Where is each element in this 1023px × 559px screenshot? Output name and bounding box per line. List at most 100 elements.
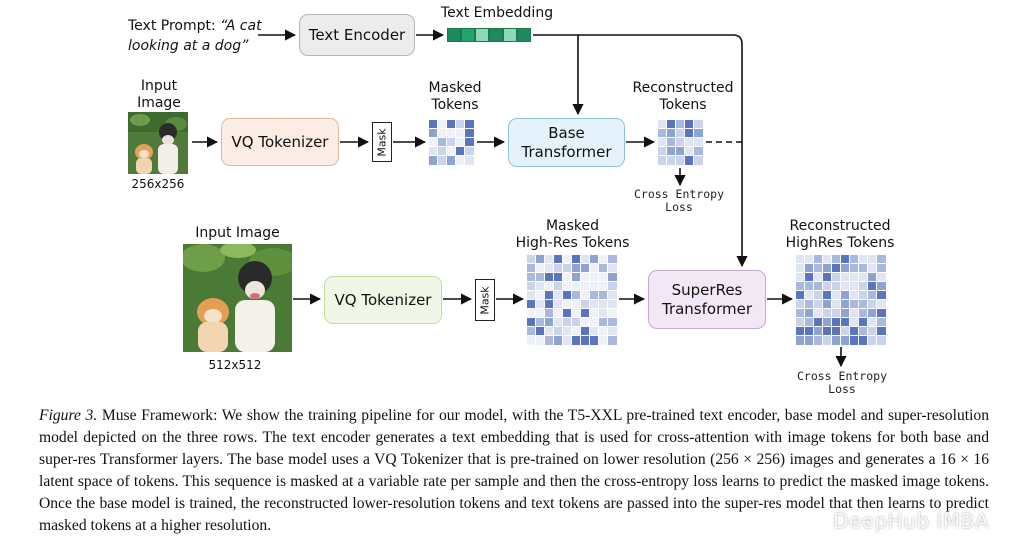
token-cell	[544, 272, 555, 283]
base-loss-line2: Loss	[665, 200, 693, 214]
token-cell	[535, 263, 546, 274]
token-cell	[666, 155, 677, 166]
super-masked-line2: High-Res Tokens	[515, 235, 630, 251]
text-embedding-label: Text Embedding	[440, 5, 554, 21]
cat-dog-image-large	[183, 244, 292, 352]
token-cell	[464, 155, 475, 166]
base-reconstructed-label: Reconstructed Tokens	[628, 80, 738, 114]
token-cell	[571, 335, 582, 346]
token-cell	[867, 308, 878, 319]
token-cell	[831, 263, 842, 274]
token-cell	[795, 317, 806, 328]
token-cell	[535, 290, 546, 301]
token-cell	[535, 326, 546, 337]
token-cell	[858, 335, 869, 346]
token-cell	[840, 308, 851, 319]
token-cell	[428, 137, 439, 148]
token-cell	[553, 290, 564, 301]
token-cell	[544, 254, 555, 265]
token-cell	[553, 335, 564, 346]
token-cell	[607, 290, 618, 301]
token-cell	[684, 155, 695, 166]
token-cell	[580, 263, 591, 274]
token-cell	[849, 272, 860, 283]
token-cell	[849, 335, 860, 346]
cat-dog-image	[128, 112, 188, 174]
token-cell	[580, 254, 591, 265]
token-cell	[684, 137, 695, 148]
token-cell	[446, 137, 457, 148]
token-cell	[876, 308, 887, 319]
token-cell	[526, 263, 537, 274]
token-cell	[666, 137, 677, 148]
token-cell	[876, 263, 887, 274]
token-cell	[589, 290, 600, 301]
token-cell	[571, 290, 582, 301]
token-cell	[795, 326, 806, 337]
token-cell	[607, 263, 618, 274]
token-cell	[804, 308, 815, 319]
token-cell	[598, 254, 609, 265]
token-cell	[562, 272, 573, 283]
token-cell	[858, 290, 869, 301]
token-cell	[455, 155, 466, 166]
token-cell	[657, 146, 668, 157]
embedding-token	[489, 28, 503, 42]
token-cell	[876, 272, 887, 283]
token-cell	[535, 254, 546, 265]
superres-line1: SuperRes	[671, 280, 743, 299]
token-cell	[562, 317, 573, 328]
token-cell	[598, 326, 609, 337]
super-reconstructed-line2: HighRes Tokens	[785, 235, 895, 251]
token-cell	[675, 146, 686, 157]
token-cell	[553, 281, 564, 292]
token-cell	[858, 326, 869, 337]
text-embedding-bar	[447, 28, 531, 42]
token-cell	[858, 317, 869, 328]
token-cell	[849, 281, 860, 292]
token-cell	[795, 254, 806, 265]
token-cell	[849, 326, 860, 337]
token-cell	[840, 272, 851, 283]
base-vq-tokenizer-box: VQ Tokenizer	[221, 118, 339, 166]
base-input-label-line2: Image	[137, 95, 181, 111]
token-cell	[657, 119, 668, 130]
token-cell	[446, 128, 457, 139]
token-cell	[849, 317, 860, 328]
token-cell	[446, 146, 457, 157]
token-cell	[598, 308, 609, 319]
token-cell	[813, 335, 824, 346]
cat-dog-photo-large	[183, 244, 292, 352]
token-cell	[464, 137, 475, 148]
token-cell	[562, 308, 573, 319]
token-cell	[867, 335, 878, 346]
base-loss-line1: Cross Entropy	[633, 187, 724, 201]
embedding-token	[517, 28, 531, 42]
base-input-image-label: Input Image	[124, 78, 194, 112]
token-cell	[804, 335, 815, 346]
token-cell	[804, 263, 815, 274]
token-cell	[580, 308, 591, 319]
token-cell	[795, 335, 806, 346]
token-cell	[858, 299, 869, 310]
token-cell	[455, 119, 466, 130]
token-cell	[446, 119, 457, 130]
token-cell	[437, 119, 448, 130]
token-cell	[795, 290, 806, 301]
token-cell	[849, 263, 860, 274]
super-loss-label: Cross Entropy Loss	[787, 370, 897, 396]
token-cell	[813, 272, 824, 283]
text-prompt-label: Text Prompt:	[128, 18, 216, 34]
token-cell	[580, 272, 591, 283]
arrow-embedding-to-base	[533, 34, 584, 116]
arrow-embedding-to-superres	[578, 34, 748, 268]
embedding-token	[447, 28, 461, 42]
token-cell	[693, 137, 704, 148]
token-cell	[867, 317, 878, 328]
base-transformer-line2: Transformer	[521, 142, 612, 161]
token-cell	[858, 308, 869, 319]
token-cell	[455, 128, 466, 139]
token-cell	[822, 317, 833, 328]
token-cell	[589, 281, 600, 292]
token-cell	[675, 128, 686, 139]
